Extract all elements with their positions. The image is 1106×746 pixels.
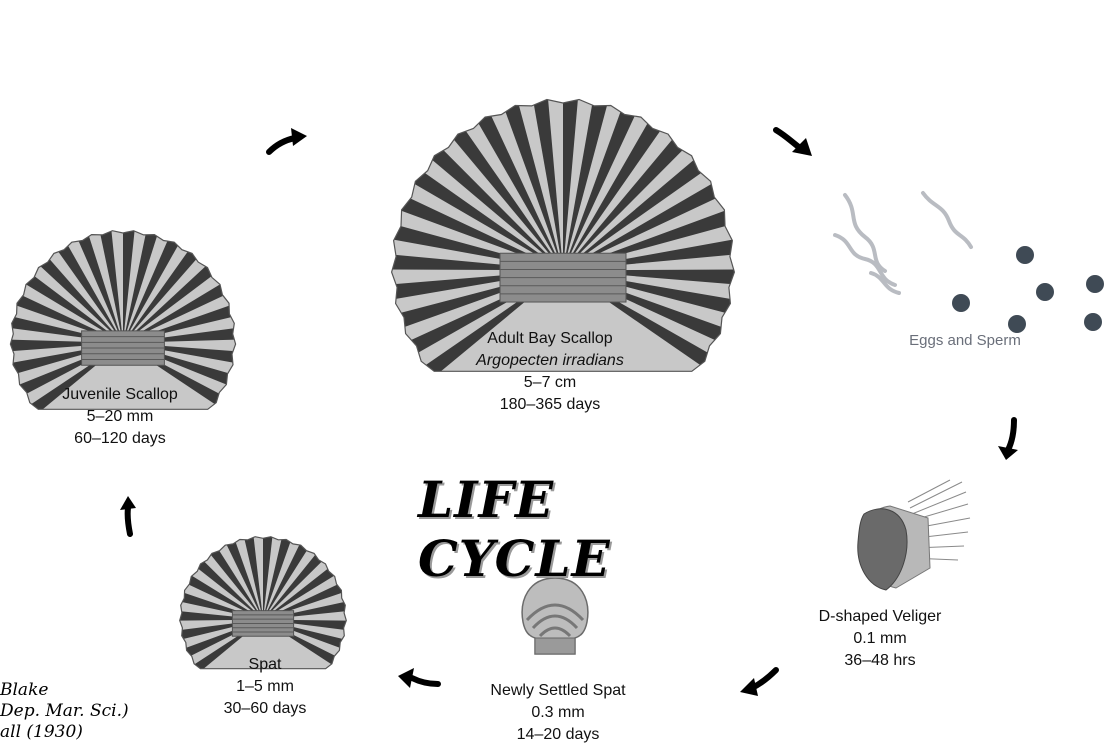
juvenile-duration: 60–120 days <box>15 428 225 450</box>
arrow-juvenile-to-adult <box>265 124 309 158</box>
arrow-settled-to-spat <box>396 666 442 696</box>
adult-size: 5–7 cm <box>430 372 670 394</box>
spat-duration: 30–60 days <box>180 698 350 720</box>
eggs-label: Eggs and Sperm <box>870 330 1060 352</box>
veliger-label: D-shaped Veliger 0.1 mm 36–48 hrs <box>790 606 970 672</box>
egg-1 <box>1016 246 1034 264</box>
adult-scallop-image <box>388 8 738 313</box>
veliger-duration: 36–48 hrs <box>790 650 970 672</box>
adult-duration: 180–365 days <box>430 394 670 416</box>
veliger-size: 0.1 mm <box>790 628 970 650</box>
juvenile-label: Juvenile Scallop 5–20 mm 60–120 days <box>15 384 225 450</box>
adult-label: Adult Bay Scallop Argopecten irradians 5… <box>430 328 670 416</box>
settled-name: Newly Settled Spat <box>468 680 648 702</box>
eggs-name: Eggs and Sperm <box>870 330 1060 352</box>
adult-name: Adult Bay Scallop <box>430 328 670 350</box>
juvenile-size: 5–20 mm <box>15 406 225 428</box>
source-credit: Blake Dep. Mar. Sci.) all (1930) <box>0 680 129 743</box>
arrow-eggs-to-veliger <box>994 416 1024 462</box>
settled-duration: 14–20 days <box>468 724 648 746</box>
credit-line-1: Blake <box>0 680 129 701</box>
settled-size: 0.3 mm <box>468 702 648 724</box>
spat-image <box>178 482 348 642</box>
credit-line-3: all (1930) <box>0 722 129 743</box>
credit-line-2: Dep. Mar. Sci.) <box>0 701 129 722</box>
egg-6 <box>1084 313 1102 331</box>
juvenile-scallop-image <box>8 158 238 373</box>
egg-2 <box>952 294 970 312</box>
arrow-spat-to-juvenile <box>116 494 140 538</box>
settled-label: Newly Settled Spat 0.3 mm 14–20 days <box>468 680 648 746</box>
juvenile-name: Juvenile Scallop <box>15 384 225 406</box>
adult-species: Argopecten irradians <box>430 350 670 372</box>
veliger-name: D-shaped Veliger <box>790 606 970 628</box>
egg-3 <box>1036 283 1054 301</box>
arrow-adult-to-eggs <box>772 124 816 160</box>
egg-4 <box>1086 275 1104 293</box>
life-cycle-title: LIFE CYCLE <box>418 470 738 588</box>
veliger-image <box>850 478 980 598</box>
spat-size: 1–5 mm <box>180 676 350 698</box>
spat-name: Spat <box>180 654 350 676</box>
arrow-veliger-to-settled <box>736 664 782 698</box>
spat-label: Spat 1–5 mm 30–60 days <box>180 654 350 720</box>
